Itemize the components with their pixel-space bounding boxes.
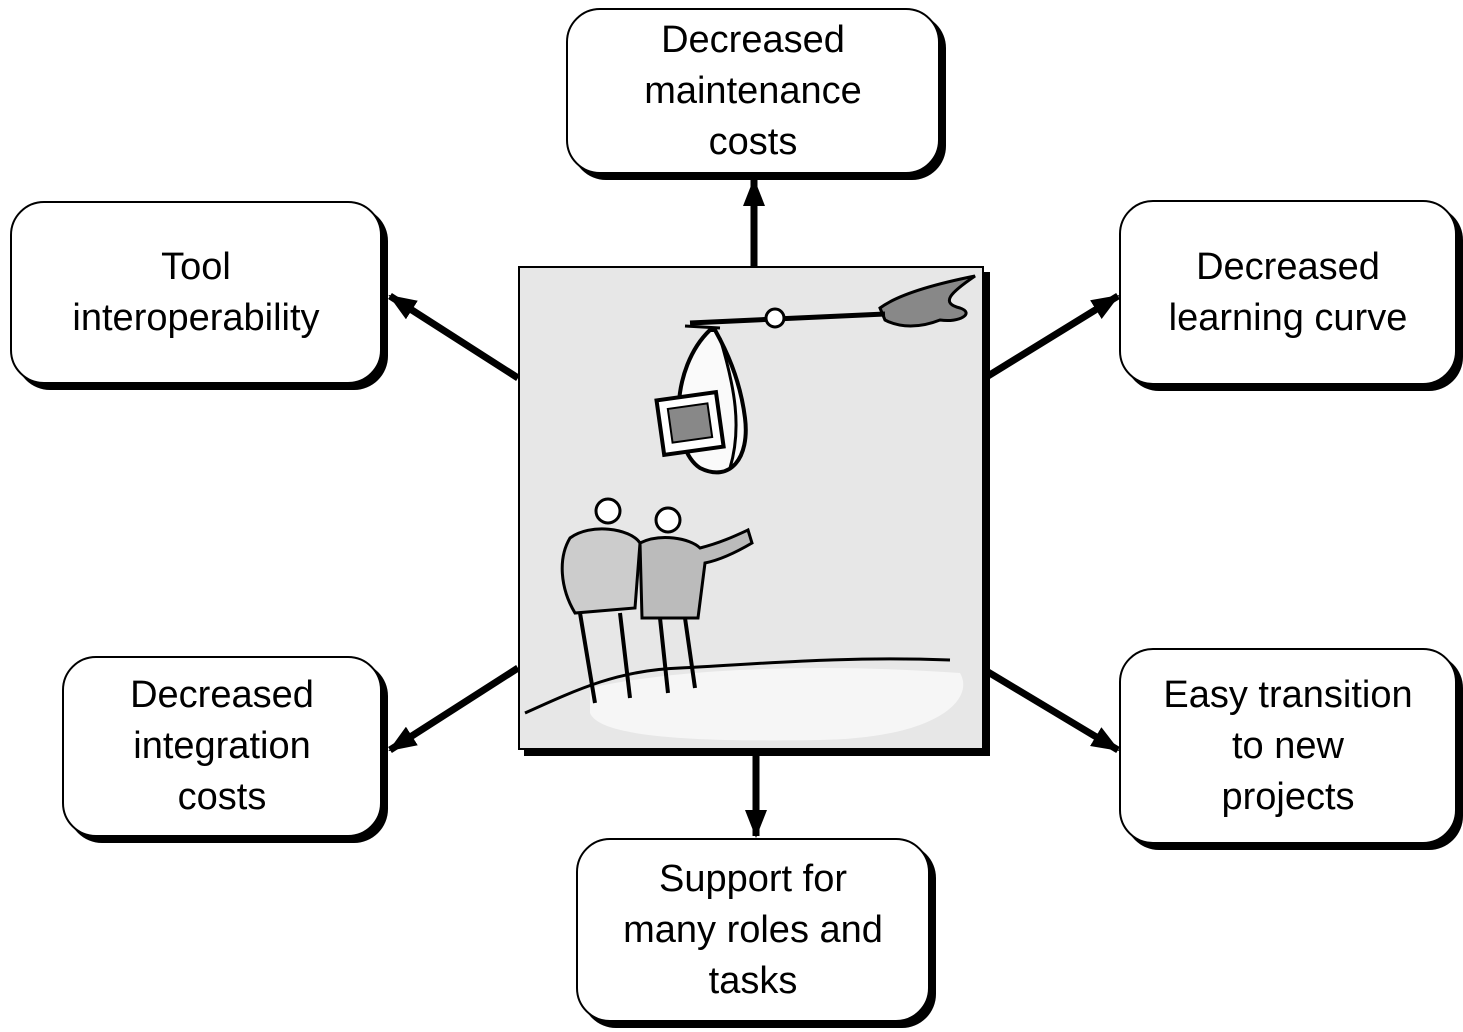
- benefit-box-top: Decreased maintenance costs: [566, 8, 940, 174]
- arrow-to-bottom-right: [986, 668, 1120, 754]
- benefit-box-bottom-right: Easy transition to new projects: [1119, 648, 1457, 844]
- benefit-box-bottom: Support for many roles and tasks: [576, 838, 930, 1022]
- bird-delivering-computer-icon: [524, 274, 976, 741]
- benefit-label-bottom-right: Easy transition to new projects: [1163, 673, 1413, 818]
- center-illustration-frame: [518, 266, 984, 750]
- benefit-label-left: Tool interoperability: [72, 245, 320, 339]
- benefit-label-right: Decreased learning curve: [1168, 245, 1408, 339]
- benefit-label-top: Decreased maintenance costs: [644, 18, 862, 163]
- arrow-to-right: [986, 293, 1120, 379]
- benefit-box-bottom-left: Decreased integration costs: [62, 656, 382, 837]
- arrow-to-bottom-left: [388, 665, 520, 753]
- benefit-label-bottom: Support for many roles and tasks: [623, 857, 883, 1002]
- benefit-box-left: Tool interoperability: [10, 201, 382, 384]
- benefit-label-bottom-left: Decreased integration costs: [130, 674, 314, 818]
- arrow-to-left: [388, 293, 520, 381]
- benefit-box-right: Decreased learning curve: [1119, 200, 1457, 385]
